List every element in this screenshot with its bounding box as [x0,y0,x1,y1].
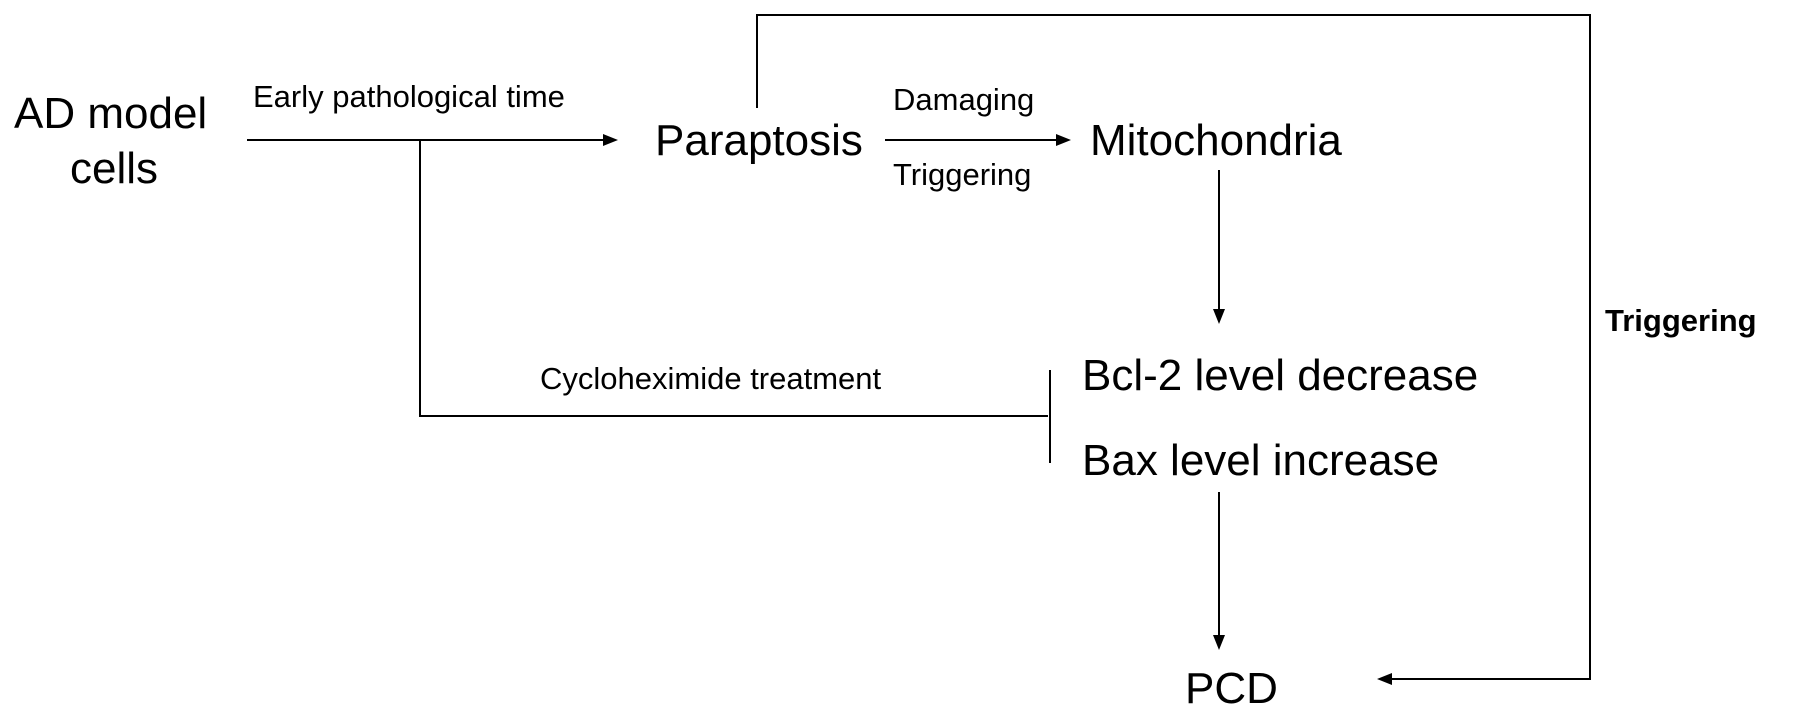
arrow-mitochondria-to-bcl2 [1213,170,1225,324]
node-ad-model-line1: AD model [14,89,207,138]
node-mitochondria: Mitochondria [1090,116,1342,165]
arrow-paraptosis-to-pcd-loop [756,14,1591,685]
arrow-ad-to-paraptosis [247,134,618,146]
node-paraptosis: Paraptosis [655,116,863,165]
node-bcl2-decrease: Bcl-2 level decrease [1082,351,1478,400]
label-triggering-right: Triggering [1605,303,1757,338]
arrow-bax-to-pcd [1213,492,1225,650]
label-early-pathological-time: Early pathological time [253,79,565,114]
label-triggering-lower: Triggering [893,157,1031,192]
label-damaging: Damaging [893,82,1034,117]
node-ad-model-line2: cells [70,144,158,193]
node-bax-increase: Bax level increase [1082,436,1439,485]
inhibition-cycloheximide [419,140,1051,463]
label-cycloheximide-treatment: Cycloheximide treatment [540,361,882,396]
node-pcd: PCD [1185,664,1278,713]
arrow-paraptosis-to-mitochondria [885,134,1071,146]
